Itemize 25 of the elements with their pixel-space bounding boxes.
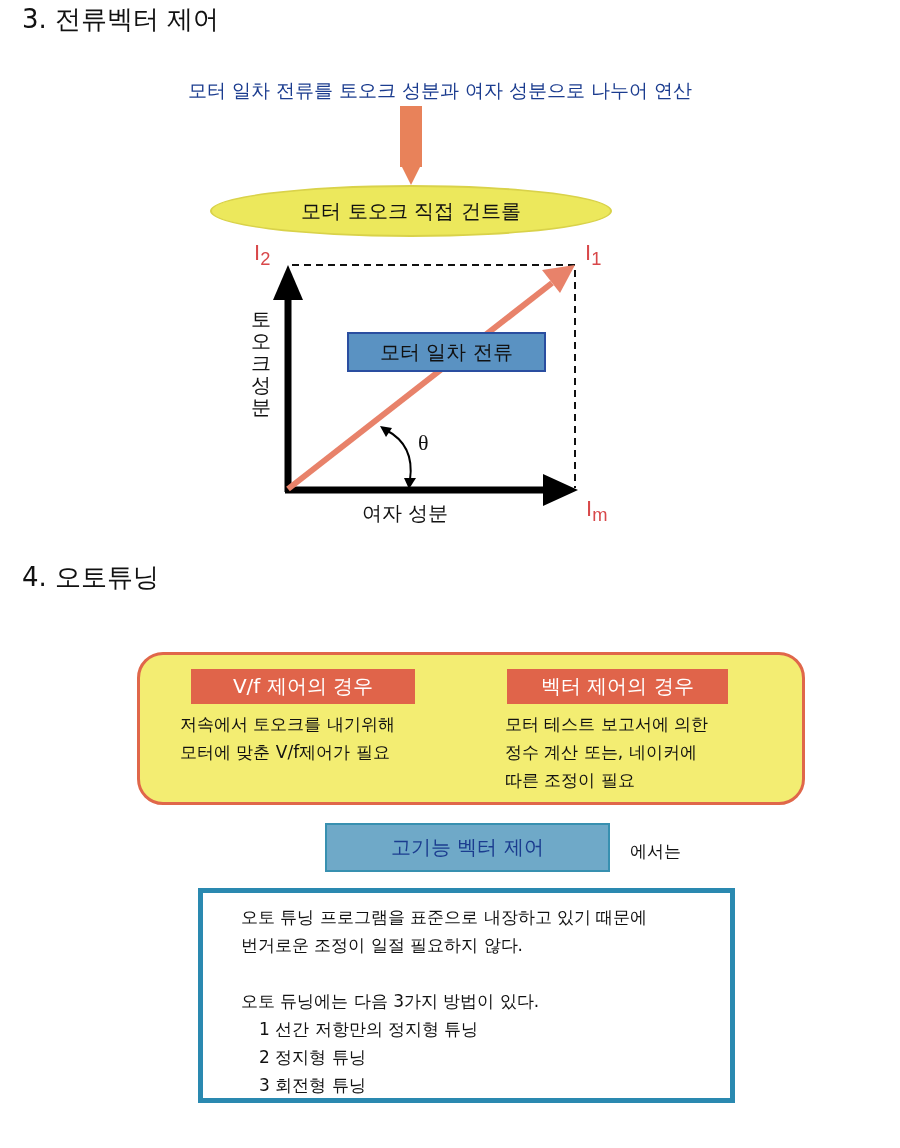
note-paragraph: 오토 튜닝 프로그램을 표준으로 내장하고 있기 때문에 번거로운 조정이 일절 필요하지 않다.: [241, 906, 649, 957]
angle-symbol: θ: [418, 430, 429, 456]
description-text: 저속에서 토오크를 내기위해 모터에 맞춘 V/f제어가 필요: [180, 713, 396, 764]
list-item: 3 회전형 튜닝: [258, 1074, 367, 1097]
heading-banner: 벡터 제어의 경우: [507, 669, 728, 704]
title-ellipse: 모터 토오크 직접 건트롤: [210, 185, 612, 237]
axis-label: 여자 성분: [362, 500, 449, 527]
list-item: 1 선간 저항만의 정지형 튜닝: [258, 1018, 480, 1041]
list-item: 2 정지형 튜닝: [258, 1046, 367, 1069]
section-heading: 3. 전류벡터 제어: [22, 3, 220, 36]
block-arrow: [400, 106, 422, 186]
vector-symbol: I$_{1}$: [585, 240, 602, 271]
section-heading: 4. 오토튜닝: [22, 561, 160, 594]
side-note: 에서는: [630, 840, 681, 863]
panel-background: [137, 652, 805, 805]
vector-symbol: I$_{m}$: [586, 496, 608, 527]
note-paragraph: 오토 듀닝에는 다음 3가지 방법이 있다.: [241, 990, 541, 1013]
vector-symbol: I$_{2}$: [254, 240, 271, 271]
description-text: 모터 테스트 보고서에 의한 정수 계산 또는, 네이커에 따른 조정이 필요: [505, 713, 710, 792]
axis-label: 토오크 성분: [251, 308, 271, 418]
vector-label-box: 모터 일차 전류: [347, 332, 546, 372]
heading-banner: V/f 제어의 경우: [191, 669, 415, 704]
feature-box: 고기능 벡터 제어: [325, 823, 610, 872]
caption-text: 모터 일차 전류를 토오크 성분과 여자 성분으로 나누어 연산: [120, 76, 760, 106]
note-box: [198, 888, 735, 1103]
